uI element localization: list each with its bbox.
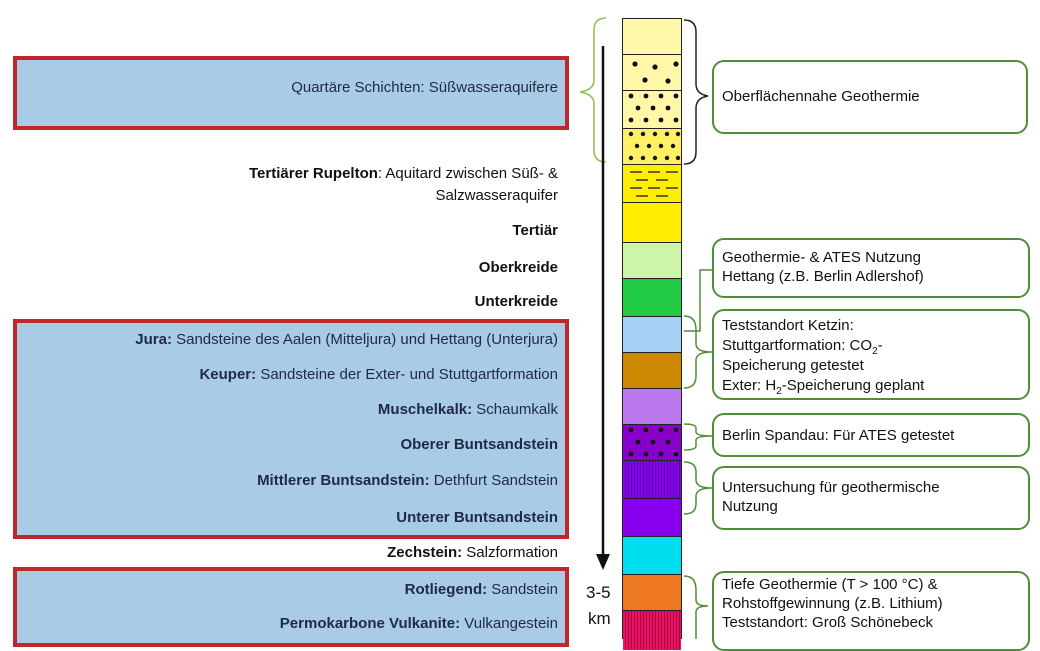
callout-hettang: Geothermie- & ATES Nutzung Hettang (z.B.… — [712, 238, 1030, 298]
label-rupelton-desc: : Aquitard zwischen Süß- & — [377, 165, 558, 182]
layer-middle-bunter — [623, 460, 681, 498]
label-zechstein-desc: Salzformation — [462, 544, 558, 561]
callout-ketzin: Teststandort Ketzin: Stuttgartformation:… — [712, 309, 1030, 400]
label-jura: Jura: Sandsteine des Aalen (Mitteljura) … — [135, 331, 558, 349]
callout-oberflaeche: Oberflächennahe Geothermie — [712, 60, 1028, 134]
connector-ketzin — [683, 315, 713, 389]
dot-pattern-bottom — [628, 131, 681, 161]
label-rotliegend-desc: Sandstein — [487, 581, 558, 598]
left-bracket-quaternary — [579, 17, 607, 163]
box-mesozoic-aquifers — [13, 319, 569, 539]
label-zechstein: Zechstein: Salzformation — [387, 544, 558, 562]
callout-spandau: Berlin Spandau: Für ATES getestet — [712, 413, 1030, 457]
label-zechstein-name: Zechstein: — [387, 544, 463, 561]
callout-untersuchung-line2: Nutzung — [722, 498, 778, 515]
label-rotliegend: Rotliegend: Sandstein — [405, 581, 558, 599]
connector-spandau — [683, 423, 713, 451]
layer-upper-cretaceous — [623, 242, 681, 278]
label-rupelton-line2: Salzwasseraquifer — [435, 187, 558, 204]
stratigraphic-column — [622, 18, 682, 650]
dash-pattern-clay — [630, 171, 678, 197]
callout-ketzin-line1: Teststandort Ketzin: — [722, 317, 854, 334]
layer-quaternary-sparse-dots — [623, 54, 681, 90]
label-unterkreide: Unterkreide — [474, 293, 558, 310]
callout-tief-line1: Tiefe Geothermie (T > 100 °C) & — [722, 576, 938, 593]
label-muschelkalk: Muschelkalk: Schaumkalk — [378, 401, 558, 419]
callout-ketzin-line3: Speicherung getestet — [722, 357, 864, 374]
label-tertiaer: Tertiär — [512, 222, 558, 239]
label-mittlerer-buntsandstein: Mittlerer Buntsandstein: Dethfurt Sandst… — [257, 472, 558, 490]
label-mittlerer-name: Mittlerer Buntsandstein: — [257, 472, 430, 489]
layer-muschelkalk — [623, 388, 681, 424]
label-jura-desc: Sandsteine des Aalen (Mitteljura) und He… — [171, 331, 558, 348]
box-quaternary — [13, 56, 569, 130]
label-muschelkalk-name: Muschelkalk: — [377, 401, 473, 418]
layer-tertiary — [623, 202, 681, 242]
layer-jurassic — [623, 316, 681, 352]
label-quartaer: Quartäre Schichten: Süßwasseraquifere — [291, 79, 558, 96]
label-muschelkalk-desc: Schaumkalk — [472, 401, 558, 418]
label-permokarbon-desc: Vulkangestein — [460, 615, 558, 632]
layer-lower-cretaceous — [623, 278, 681, 316]
label-keuper: Keuper: Sandsteine der Exter- und Stuttg… — [199, 366, 558, 384]
layer-rotliegend — [623, 574, 681, 610]
connector-hettang — [684, 269, 712, 332]
label-rupelton: Tertiärer Rupelton: Aquitard zwischen Sü… — [249, 165, 558, 183]
label-permokarbon: Permokarbone Vulkanite: Vulkangestein — [280, 615, 558, 633]
connector-untersuchung — [683, 461, 713, 515]
callout-ketzin-line2: Stuttgartformation: CO2- — [722, 337, 883, 357]
layer-lower-bunter — [623, 498, 681, 536]
callout-oberflaeche-text: Oberflächennahe Geothermie — [722, 88, 920, 105]
callout-ketzin-line4: Exter: H2-Speicherung geplant — [722, 377, 925, 397]
callout-tief-line3: Teststandort: Groß Schönebeck — [722, 614, 933, 631]
layer-quaternary-top — [623, 18, 681, 54]
label-permokarbon-name: Permokarbone Vulkanite: — [279, 615, 461, 632]
dot-pattern-sparse — [632, 61, 679, 84]
depth-arrow — [596, 46, 610, 570]
label-keuper-desc: Sandsteine der Exter- und Stuttgartforma… — [256, 366, 558, 383]
depth-value: 3-5 — [586, 583, 611, 602]
callout-tief: Tiefe Geothermie (T > 100 °C) & Rohstoff… — [712, 571, 1030, 651]
label-unterer-buntsandstein: Unterer Buntsandstein — [396, 509, 558, 526]
callout-spandau-text: Berlin Spandau: Für ATES getestet — [722, 427, 955, 444]
label-keuper-name: Keuper: — [199, 366, 257, 383]
label-oberkreide: Oberkreide — [478, 259, 558, 276]
dot-pattern-upper-bunter — [628, 427, 679, 457]
callout-hettang-line2: Hettang (z.B. Berlin Adlershof) — [722, 268, 924, 285]
layer-zechstein — [623, 536, 681, 574]
depth-unit: km — [588, 609, 611, 628]
callout-hettang-line1: Geothermie- & ATES Nutzung — [722, 249, 921, 266]
label-mittlerer-desc: Dethfurt Sandstein — [429, 472, 558, 489]
layer-rupelton — [623, 164, 681, 202]
callout-untersuchung: Untersuchung für geothermische Nutzung — [712, 466, 1030, 530]
layer-keuper — [623, 352, 681, 388]
connector-tief — [683, 575, 709, 639]
label-oberer-buntsandstein: Oberer Buntsandstein — [400, 436, 558, 453]
dot-pattern-dense — [628, 93, 679, 123]
right-brace-quaternary — [683, 19, 709, 165]
label-rupelton-name: Tertiärer Rupelton — [249, 165, 378, 182]
callout-untersuchung-line1: Untersuchung für geothermische — [722, 479, 940, 496]
label-rotliegend-name: Rotliegend: — [404, 581, 488, 598]
label-jura-name: Jura: — [135, 331, 172, 348]
callout-tief-line2: Rohstoffgewinnung (z.B. Lithium) — [722, 595, 943, 612]
